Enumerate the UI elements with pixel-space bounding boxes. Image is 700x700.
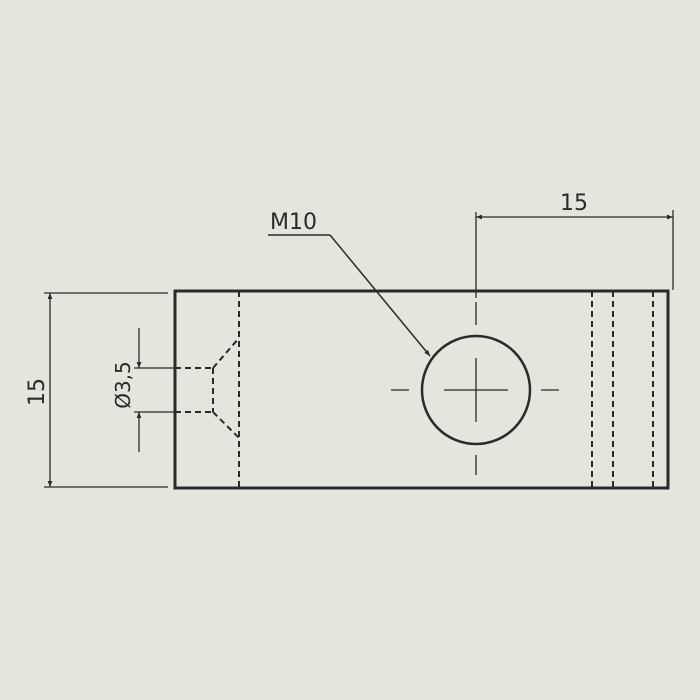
- height-dimension: [44, 292, 168, 488]
- hole-centerlines: [391, 302, 559, 475]
- m10-label: M10: [270, 210, 317, 235]
- slot-hidden-lines: [591, 291, 654, 488]
- countersunk-hole-hidden: [175, 337, 240, 439]
- threaded-hole-m10: [420, 334, 532, 446]
- hole-diameter-dimension: [134, 328, 175, 452]
- part-outline: [173, 289, 670, 490]
- m10-leader: [268, 234, 431, 357]
- height-dimension-label: 15: [25, 378, 50, 406]
- width-dimension-label: 15: [560, 191, 588, 216]
- width-dimension: [475, 210, 674, 298]
- hole-diameter-label: Ø3,5: [111, 361, 135, 409]
